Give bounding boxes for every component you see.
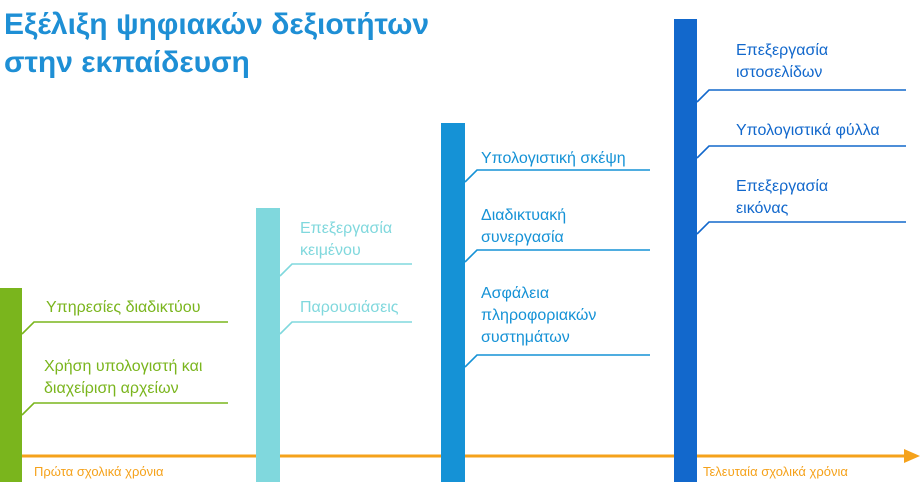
- arrow-right-icon: [904, 449, 920, 463]
- stage-item-connector: [21, 402, 228, 416]
- stage-item-line: Χρήση υπολογιστή και: [44, 358, 203, 375]
- stage-bar: [0, 288, 22, 482]
- stage-bar: [256, 208, 280, 482]
- stage-item-connector: [696, 145, 906, 159]
- stage-item-label: Διαδικτυακή συνεργασία: [481, 205, 566, 249]
- connector-line: [464, 354, 650, 368]
- axis-end-label: Τελευταία σχολικά χρόνια: [703, 464, 848, 479]
- stage-item-label: Υπολογιστικά φύλλα: [736, 120, 880, 142]
- connector-line: [279, 263, 412, 277]
- stage-item-connector: [464, 354, 650, 368]
- title-line: Εξέλιξη ψηφιακών δεξιοτήτων: [4, 8, 430, 41]
- stage-item-label: Χρήση υπολογιστή και διαχείριση αρχείων: [44, 356, 202, 400]
- stage-item-connector: [464, 169, 650, 183]
- stage-item-line: Παρουσιάσεις: [300, 299, 399, 316]
- title-line: στην εκπαίδευση: [4, 46, 250, 79]
- stage-item-line: κειμένου: [300, 242, 361, 259]
- connector-line: [21, 402, 228, 416]
- stage-item-connector: [21, 321, 228, 335]
- connector-line: [279, 321, 412, 335]
- stage-item-line: πληροφοριακών: [481, 307, 597, 324]
- stage-item-line: Υπολογιστικά φύλλα: [736, 122, 880, 139]
- stage-item-label: Επεξεργασία κειμένου: [300, 218, 392, 262]
- connector-line: [696, 221, 906, 235]
- stage-item-connector: [696, 89, 906, 103]
- stage-item-line: ιστοσελίδων: [736, 64, 823, 81]
- stage-item-connector: [279, 263, 412, 277]
- stage-bar: [441, 123, 465, 482]
- stage-item-connector: [696, 221, 906, 235]
- stage-bar: [674, 19, 697, 482]
- stage-item-label: Υπολογιστική σκέψη: [481, 148, 626, 170]
- connector-line: [21, 321, 228, 335]
- stage-item-line: Επεξεργασία: [736, 42, 829, 59]
- stage-item-line: συστημάτων: [481, 329, 570, 346]
- stage-item-line: Υπηρεσίες διαδικτύου: [46, 299, 201, 316]
- stage-item-label: Επεξεργασία ιστοσελίδων: [736, 40, 828, 84]
- stage-item-connector: [279, 321, 412, 335]
- stage-item-connector: [464, 249, 650, 263]
- stage-item-label: Επεξεργασία εικόνας: [736, 176, 828, 220]
- connector-line: [696, 89, 906, 103]
- connector-line: [464, 169, 650, 183]
- axis-start-label: Πρώτα σχολικά χρόνια: [34, 464, 164, 479]
- stage-item-line: διαχείριση αρχείων: [44, 380, 179, 397]
- connector-line: [696, 145, 906, 159]
- connector-line: [464, 249, 650, 263]
- stage-item-label: Παρουσιάσεις: [300, 297, 399, 319]
- stage-item-line: Ασφάλεια: [481, 285, 550, 302]
- stage-item-line: Υπολογιστική σκέψη: [481, 150, 626, 167]
- stage-item-line: εικόνας: [736, 200, 789, 217]
- stage-item-line: Διαδικτυακή: [481, 207, 567, 224]
- stage-item-line: Επεξεργασία: [300, 220, 393, 237]
- stage-item-label: Ασφάλεια πληροφοριακών συστημάτων: [481, 283, 596, 349]
- stage-item-label: Υπηρεσίες διαδικτύου: [46, 297, 200, 319]
- stage-item-line: συνεργασία: [481, 229, 564, 246]
- stage-item-line: Επεξεργασία: [736, 178, 829, 195]
- page-title: Εξέλιξη ψηφιακών δεξιοτήτων στην εκπαίδε…: [4, 6, 429, 82]
